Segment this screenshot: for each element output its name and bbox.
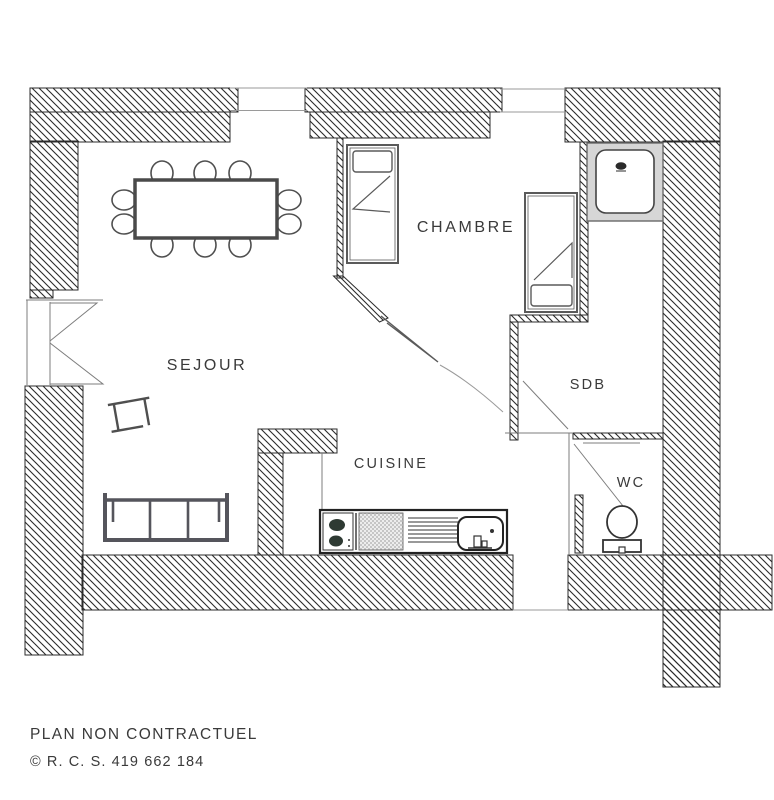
stove-icon	[322, 512, 354, 551]
wall-top-right-block	[564, 87, 721, 143]
sdb-label: SDB	[570, 377, 606, 393]
wall-wc-top	[572, 432, 664, 440]
room-labels: SEJOUR CHAMBRE SDB WC CUISINE	[167, 219, 646, 491]
window-top-right	[500, 88, 567, 113]
wall-chambre-divider	[336, 137, 344, 279]
wall-left-step	[29, 289, 54, 299]
chair-icon	[276, 213, 302, 235]
wall-bottom-right-band	[567, 554, 773, 611]
entrance-door-icon	[26, 299, 105, 385]
wall-bottom-left-band	[81, 554, 514, 611]
chair-icon	[111, 189, 137, 211]
sdb-door-icon	[522, 380, 569, 430]
kitchen-cabinet-icon	[358, 512, 404, 551]
bed-icon	[346, 144, 399, 264]
footer: PLAN NON CONTRACTUEL © R. C. S. 419 662 …	[30, 726, 258, 770]
wall-top-middle-outer	[304, 87, 503, 113]
wall-kitchen-left	[257, 452, 284, 556]
wall-left-lower-column	[24, 385, 84, 656]
sink-icon	[457, 516, 504, 551]
window-top-left	[230, 87, 307, 111]
dining-table-icon	[133, 178, 279, 240]
walls	[24, 87, 773, 688]
plan-disclaimer: PLAN NON CONTRACTUEL	[30, 726, 258, 743]
bed-icon	[524, 192, 578, 313]
plan-registration: © R. C. S. 419 662 184	[30, 754, 204, 770]
kitchen-counter	[318, 508, 509, 555]
wall-top-left-outer	[29, 87, 239, 113]
wall-left-upper-column	[29, 140, 79, 291]
wc-door-icon	[573, 442, 640, 507]
wall-sdb-left	[509, 321, 519, 441]
toilet-icon	[602, 505, 642, 554]
openings	[230, 87, 568, 611]
chambre-door-icon	[380, 315, 504, 413]
wall-right-column-foot	[662, 609, 721, 688]
shower-drain-icon	[615, 162, 627, 170]
wall-kitchen-top	[257, 428, 338, 454]
cuisine-label: CUISINE	[354, 456, 428, 472]
wall-diagonal-stub	[332, 275, 389, 323]
drainer-icon	[408, 517, 458, 543]
sejour-label: SEJOUR	[167, 357, 248, 374]
wall-sdb-top-strip	[509, 314, 589, 323]
wc-label: WC	[617, 475, 646, 491]
wall-wc-left	[574, 494, 584, 554]
chair-icon	[276, 189, 302, 211]
wall-top-middle-inner	[309, 111, 491, 139]
chair-icon	[111, 213, 137, 235]
side-chair-icon	[107, 396, 151, 433]
shower-icon	[586, 142, 664, 222]
doors	[26, 299, 640, 555]
sofa-icon	[103, 493, 229, 542]
chambre-label: CHAMBRE	[417, 219, 515, 236]
wall-top-left-inner	[29, 111, 231, 143]
